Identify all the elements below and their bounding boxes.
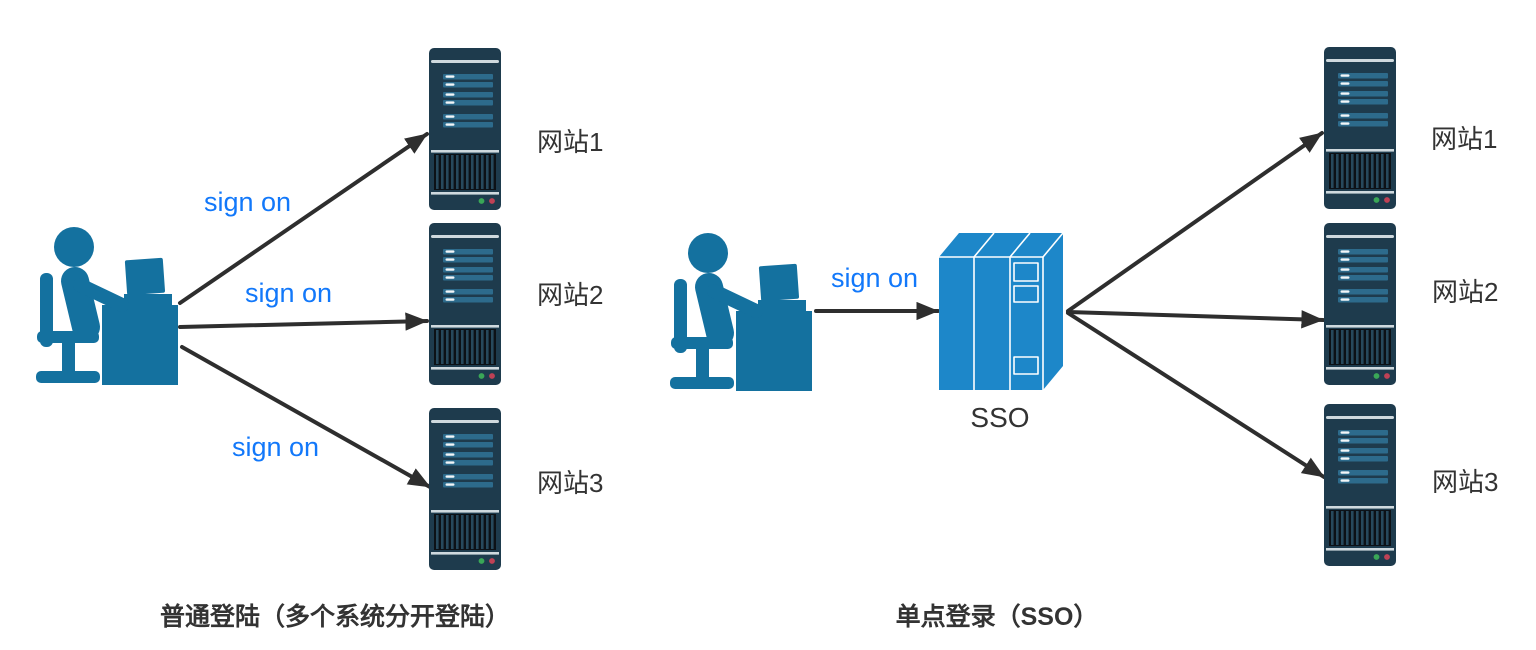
sso-label: SSO — [970, 402, 1030, 433]
sign-on-label: sign on — [831, 263, 919, 293]
server-tower-icon — [1324, 223, 1396, 385]
website3-label: 网站3 — [1432, 467, 1499, 497]
server-tower-icon — [429, 48, 501, 210]
arrow-signon-left-website3 — [180, 345, 432, 489]
website2-label: 网站2 — [1432, 277, 1499, 307]
website1-label: 网站1 — [1431, 124, 1498, 154]
right-diagram-caption: 单点登录（SSO） — [895, 603, 1099, 631]
sign-on-label: sign on — [232, 432, 320, 462]
arrow-sso-to-website2 — [1066, 310, 1325, 329]
arrow-signon-left-website2 — [178, 312, 429, 331]
sign-on-label: sign on — [245, 278, 333, 308]
sign-on-label: sign on — [204, 187, 292, 217]
arrow-sso-to-website3 — [1066, 311, 1326, 479]
sso-server-box-icon — [939, 232, 1064, 390]
user-at-desk-icon — [30, 215, 180, 385]
server-tower-icon — [1324, 47, 1396, 209]
server-tower-icon — [429, 223, 501, 385]
arrow-sso-to-website1 — [1066, 131, 1324, 313]
website3-label: 网站3 — [537, 468, 604, 498]
left-diagram-caption: 普通登陆（多个系统分开登陆） — [159, 603, 510, 631]
server-tower-icon — [1324, 404, 1396, 566]
website2-label: 网站2 — [537, 280, 604, 310]
website1-label: 网站1 — [537, 127, 604, 157]
arrow-signon-left-website1 — [178, 132, 429, 305]
server-tower-icon — [429, 408, 501, 570]
user-at-desk-icon — [664, 221, 814, 391]
